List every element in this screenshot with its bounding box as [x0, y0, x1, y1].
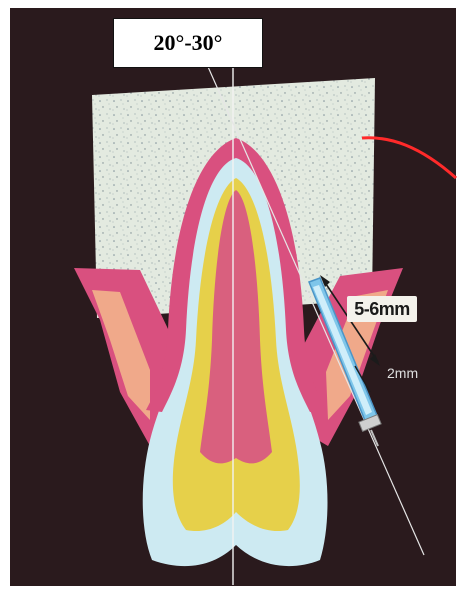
depth-range-label: 5-6mm: [347, 296, 417, 322]
angle-label-box: 20°-30°: [113, 18, 263, 68]
angle-label: 20°-30°: [154, 30, 223, 56]
tip-distance-label: 2mm: [387, 365, 418, 381]
